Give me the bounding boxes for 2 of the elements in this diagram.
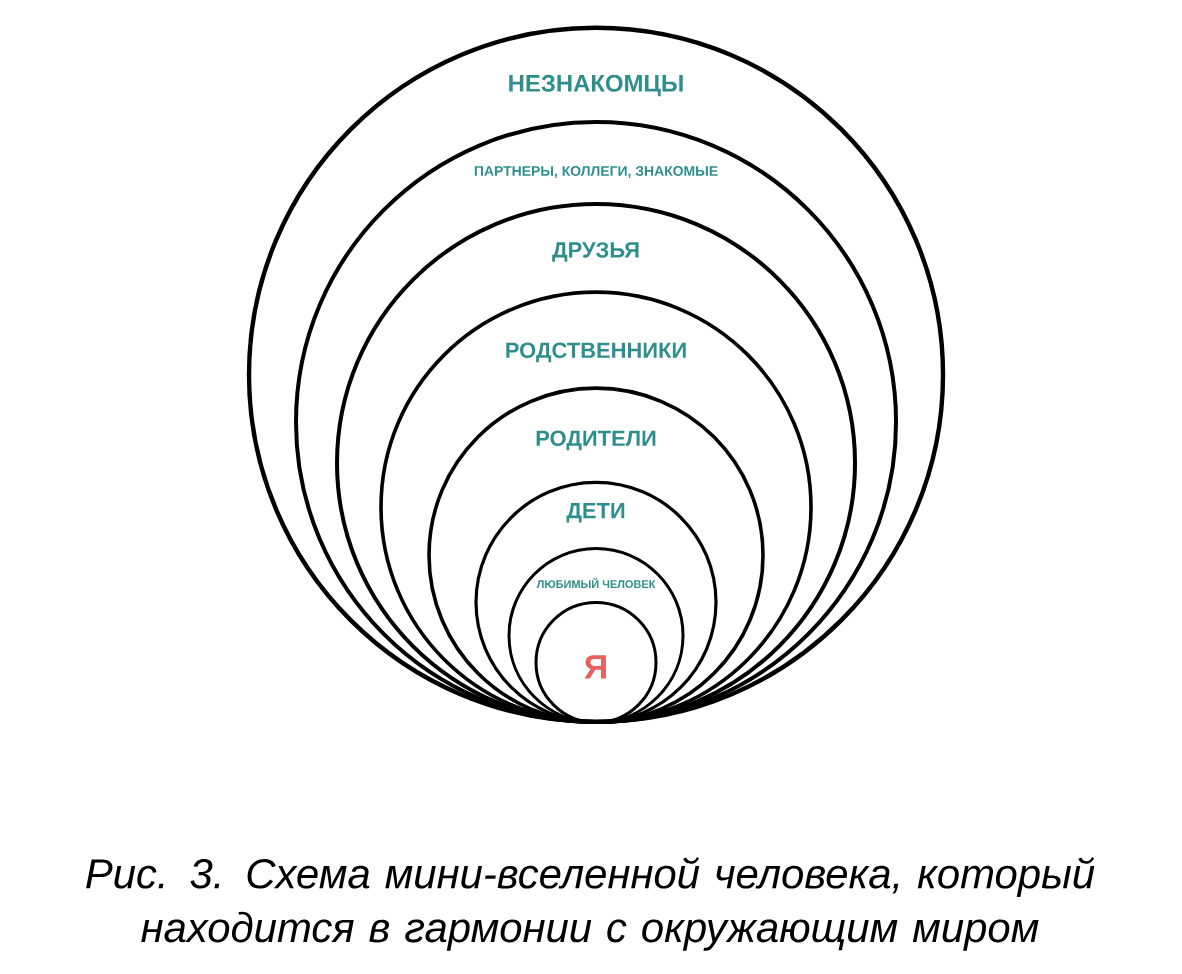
- caption: Рис. 3. Схема мини-вселенной человека, который находится в гармонии с окружающим миром: [86, 857, 1095, 951]
- circle-band: Я: [534, 600, 658, 724]
